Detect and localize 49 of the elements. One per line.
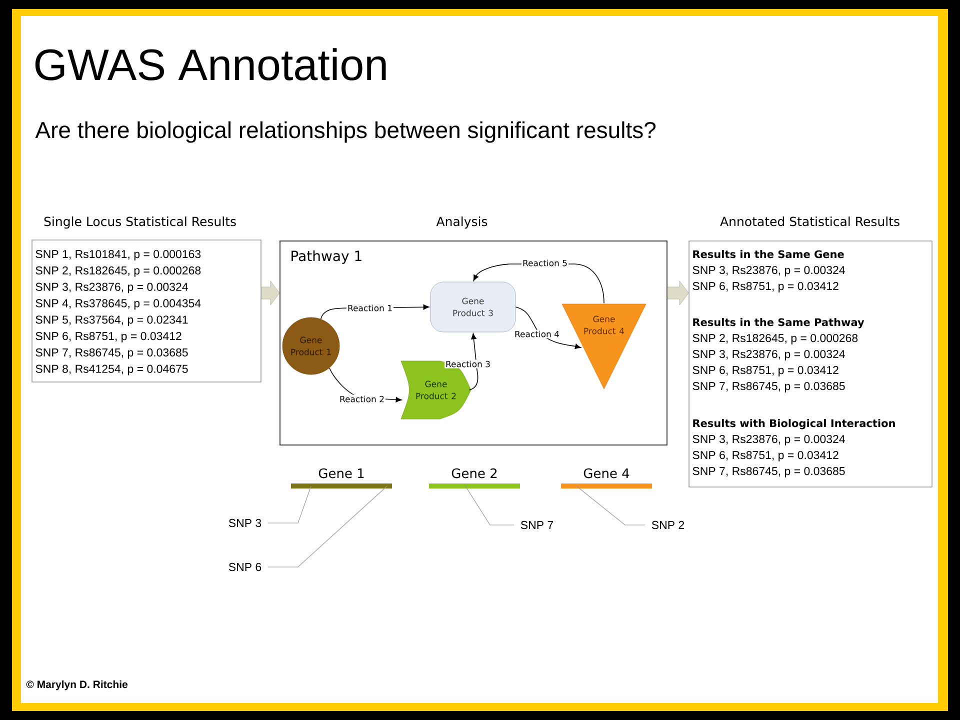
edge-label: Reaction 5	[522, 258, 569, 268]
box-heading: Analysis	[436, 216, 488, 229]
result-line: SNP 3, Rs23876, p = 0.00324	[36, 282, 188, 294]
block-arrow	[261, 280, 280, 306]
block-arrow	[667, 280, 689, 306]
result-line: SNP 6, Rs8751, p = 0.03412	[692, 282, 838, 292]
snp-label: SNP 7	[520, 520, 554, 530]
title: GWAS Annotation	[35, 48, 386, 80]
copyright-note: © Marylyn D. Ritchie	[26, 680, 128, 690]
result-line: SNP 3, Rs23876, p = 0.00324	[692, 350, 845, 360]
result-line: SNP 3, Rs23876, p = 0.00324	[692, 266, 845, 276]
gene-label: Gene 1	[318, 468, 364, 478]
box-heading: Annotated Statistical Results	[720, 216, 900, 226]
result-line: SNP 4, Rs378645, p = 0.004354	[36, 299, 201, 310]
result-line: SNP 8, Rs41254, p = 0.04675	[36, 364, 188, 376]
box-heading: Single Locus Statistical Results	[44, 216, 236, 229]
result-line: SNP 2, Rs182645, p = 0.000268	[692, 334, 858, 344]
gene-label: Gene 4	[584, 468, 630, 478]
section-heading: Results in the Same Pathway	[693, 318, 864, 328]
section-heading: Results in the Same Gene	[693, 250, 844, 258]
gene-product-triangle: Gene Product 4	[562, 304, 646, 390]
result-line: SNP 3, Rs23876, p = 0.00324	[692, 434, 845, 446]
edge-label: Reaction 1	[346, 304, 394, 312]
result-line: SNP 7, Rs86745, p = 0.03685	[36, 348, 188, 359]
result-line: SNP 6, Rs8751, p = 0.03412	[692, 450, 838, 462]
leader-line	[576, 486, 646, 526]
result-line: SNP 1, Rs101841, p = 0.000163	[36, 250, 201, 260]
edge-label: Reaction 3	[444, 360, 492, 368]
snp-label: SNP 2	[652, 520, 684, 530]
edge-label: Reaction 2	[338, 394, 386, 404]
reaction-arrow	[515, 306, 581, 349]
subtitle: Are there biological relationships between significant results?	[35, 121, 656, 143]
gene-product-box: Gene Product 3	[430, 282, 516, 332]
result-line: SNP 2, Rs182645, p = 0.000268	[36, 266, 201, 277]
result-line: SNP 6, Rs8751, p = 0.03412	[692, 366, 838, 376]
result-line: SNP 7, Rs86745, p = 0.03685	[692, 382, 845, 392]
section-heading: Results with Biological Interaction	[693, 419, 895, 430]
result-line: SNP 6, Rs8751, p = 0.03412	[36, 332, 182, 342]
leader-line	[465, 486, 514, 526]
edge-label: Reaction 4	[514, 330, 561, 338]
result-line: SNP 5, Rs37564, p = 0.02341	[36, 316, 188, 326]
snp-label: SNP 6	[228, 562, 262, 572]
leader-line	[268, 486, 388, 568]
reaction-arrow	[468, 333, 478, 390]
gene-label: Gene 2	[452, 468, 497, 478]
snp-label: SNP 3	[228, 518, 262, 528]
result-line: SNP 7, Rs86745, p = 0.03685	[692, 466, 845, 478]
leader-line	[268, 486, 312, 524]
pathway-heading: Pathway 1	[292, 250, 362, 264]
